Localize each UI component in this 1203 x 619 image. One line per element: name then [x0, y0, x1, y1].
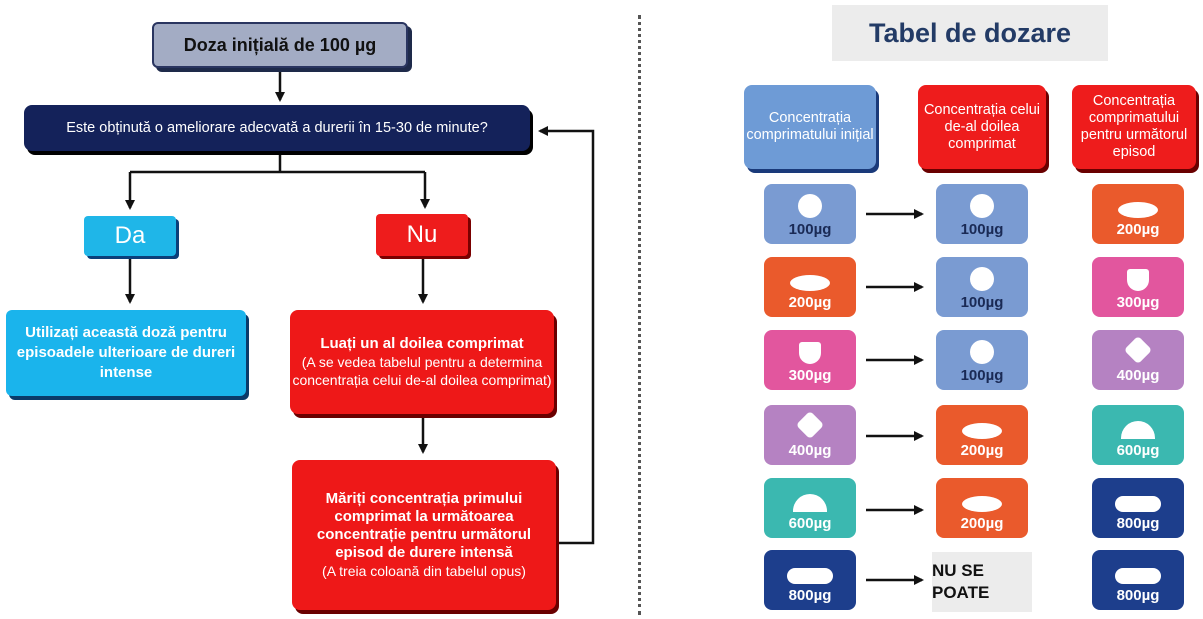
yes-action-box: Utilizați această doză pentru episoadele… — [6, 310, 246, 396]
diamond-tablet-icon — [795, 410, 825, 440]
round-tablet-icon — [970, 267, 994, 291]
tile-second-100: 100µg — [936, 330, 1028, 390]
diamond-tablet-icon — [1123, 335, 1153, 365]
no-action-note: (A se vedea tabelul pentru a determina c… — [292, 354, 552, 388]
dose-label: 100µg — [960, 367, 1004, 384]
question-box: Este obținută o ameliorare adecvată a du… — [24, 105, 530, 151]
tile-next-200: 200µg — [1092, 184, 1184, 244]
table-row-arrows — [866, 209, 924, 585]
question-label: Este obținută o ameliorare adecvată a du… — [66, 120, 488, 136]
yes-label: Da — [114, 222, 146, 249]
capsule-tablet-icon — [1115, 568, 1161, 584]
tile-initial-200: 200µg — [764, 257, 856, 317]
tile-next-800: 800µg — [1092, 478, 1184, 538]
column-header-initial-label: Concentrația comprimatului inițial — [746, 110, 874, 143]
increase-dose-box: Măriți concentrația primului comprimat l… — [292, 460, 556, 610]
tile-next-300: 300µg — [1092, 257, 1184, 317]
dose-label: 200µg — [788, 294, 832, 311]
table-title: Tabel de dozare — [832, 5, 1108, 61]
column-header-next: Concentrația comprimatului pentru următo… — [1072, 85, 1196, 169]
dose-label: 300µg — [788, 367, 832, 384]
start-dose-label: Doza inițială de 100 µg — [183, 34, 377, 55]
oval-tablet-icon — [790, 275, 830, 291]
table-title-label: Tabel de dozare — [868, 17, 1072, 48]
dose-label: 800µg — [1116, 515, 1160, 532]
dose-label: 600µg — [1116, 442, 1160, 459]
triangle-tablet-icon — [1127, 269, 1149, 291]
dose-label: 100µg — [788, 221, 832, 238]
tile-initial-100: 100µg — [764, 184, 856, 244]
tile-second-not-possible: NU SE POATE — [932, 552, 1032, 612]
dose-label: 800µg — [1116, 587, 1160, 604]
no-box: Nu — [376, 214, 468, 256]
dome-tablet-icon — [793, 494, 827, 512]
dose-label: 300µg — [1116, 294, 1160, 311]
capsule-tablet-icon — [1115, 496, 1161, 512]
triangle-tablet-icon — [799, 342, 821, 364]
dose-label: 100µg — [960, 294, 1004, 311]
dose-label: 800µg — [788, 587, 832, 604]
capsule-tablet-icon — [787, 568, 833, 584]
column-header-initial: Concentrația comprimatului inițial — [744, 85, 876, 169]
tile-next-400: 400µg — [1092, 330, 1184, 390]
tile-next-600: 600µg — [1092, 405, 1184, 465]
tile-initial-400: 400µg — [764, 405, 856, 465]
tile-initial-800: 800µg — [764, 550, 856, 610]
tile-initial-600: 600µg — [764, 478, 856, 538]
tile-second-200: 200µg — [936, 478, 1028, 538]
tile-second-200: 200µg — [936, 405, 1028, 465]
dose-label: 200µg — [960, 515, 1004, 532]
dose-label: 200µg — [960, 442, 1004, 459]
no-action-box: Luați un al doilea comprimat (A se vedea… — [290, 310, 554, 414]
dose-label: 400µg — [1116, 367, 1160, 384]
not-possible-label: NU SE POATE — [932, 561, 990, 602]
dose-label: 600µg — [788, 515, 832, 532]
dotted-divider — [638, 15, 641, 615]
no-label: Nu — [406, 221, 438, 248]
dome-tablet-icon — [1121, 421, 1155, 439]
tile-second-100: 100µg — [936, 257, 1028, 317]
column-header-second: Concentrația celui de-al doilea comprima… — [918, 85, 1046, 169]
increase-dose-title: Măriți concentrația primului comprimat l… — [316, 490, 532, 561]
increase-dose-note: (A treia coloană din tabelul opus) — [322, 563, 526, 579]
yes-action-label: Utilizați această doză pentru episoadele… — [16, 324, 236, 381]
dose-label: 200µg — [1116, 221, 1160, 238]
tile-next-800: 800µg — [1092, 550, 1184, 610]
column-header-second-label: Concentrația celui de-al doilea comprima… — [923, 101, 1041, 152]
tile-second-100: 100µg — [936, 184, 1028, 244]
dose-label: 400µg — [788, 442, 832, 459]
oval-tablet-icon — [962, 423, 1002, 439]
oval-tablet-icon — [962, 496, 1002, 512]
round-tablet-icon — [970, 340, 994, 364]
round-tablet-icon — [798, 194, 822, 218]
yes-box: Da — [84, 216, 176, 256]
no-action-title: Luați un al doilea comprimat — [320, 335, 524, 352]
tile-initial-300: 300µg — [764, 330, 856, 390]
column-header-next-label: Concentrația comprimatului pentru următo… — [1080, 93, 1188, 160]
dose-label: 100µg — [960, 221, 1004, 238]
oval-tablet-icon — [1118, 202, 1158, 218]
round-tablet-icon — [970, 194, 994, 218]
start-dose-box: Doza inițială de 100 µg — [152, 22, 408, 68]
